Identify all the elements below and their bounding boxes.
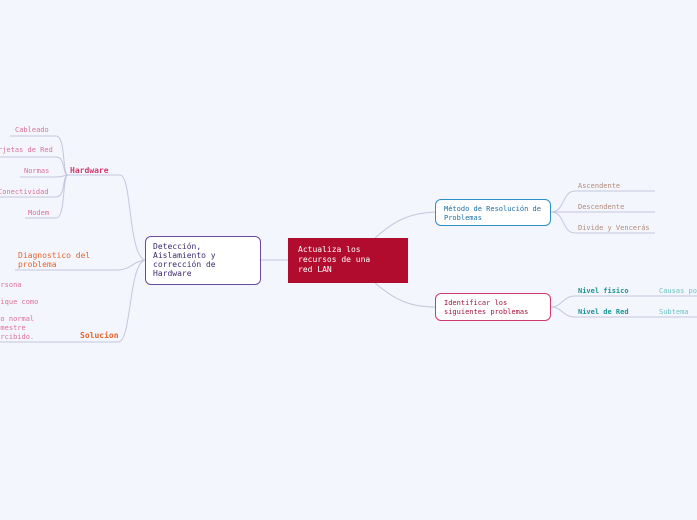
link-detection-diagnostico	[15, 259, 146, 271]
conectividad-node[interactable]: Conectividad	[0, 188, 49, 196]
detection-node[interactable]: Detección, Aislamiento y corrección de H…	[145, 236, 261, 285]
subtema-node[interactable]: Subtema	[659, 308, 689, 316]
link-ident-red	[550, 306, 640, 318]
link-ident-fisico	[550, 295, 640, 308]
divide-node[interactable]: Divide y Vencerás	[578, 224, 650, 232]
link-hw-tarjetas	[0, 156, 69, 176]
link-central-metodo	[374, 211, 436, 239]
link-metodo-ascendente	[550, 190, 655, 213]
link-detection-solucion	[0, 259, 146, 343]
tarjetas-node[interactable]: rjetas de Red	[0, 146, 53, 154]
modem-node[interactable]: Modem	[28, 209, 50, 217]
nivel-fisico-node[interactable]: Nivel fisico	[578, 287, 629, 295]
descendente-node[interactable]: Descendente	[578, 203, 625, 211]
hardware-node[interactable]: Hardware	[70, 166, 109, 175]
nivel-red-node[interactable]: Nivel de Red	[578, 308, 629, 316]
solucion-node[interactable]: Solucion	[80, 331, 119, 340]
cableado-node[interactable]: Cableado	[15, 126, 49, 134]
central-topic[interactable]: Actualiza los recursos de una red LAN	[288, 238, 408, 283]
link-metodo-divide	[550, 211, 655, 234]
ascendente-node[interactable]: Ascendente	[578, 182, 621, 190]
solucion-text: persona el plique como nto normal demest…	[0, 281, 39, 341]
metodo-node[interactable]: Método de Resolución de Problemas	[435, 199, 551, 226]
diagnostico-node[interactable]: Diagnostico del problema	[18, 251, 91, 269]
causas-node[interactable]: Causas po	[659, 287, 697, 295]
identificar-node[interactable]: Identificar los siguientes problemas	[435, 293, 551, 321]
link-central-identificar	[374, 282, 436, 308]
link-detection-hardware	[68, 174, 146, 261]
link-hw-normas	[20, 174, 69, 178]
normas-node[interactable]: Normas	[24, 167, 50, 175]
link-hw-modem	[25, 174, 69, 219]
